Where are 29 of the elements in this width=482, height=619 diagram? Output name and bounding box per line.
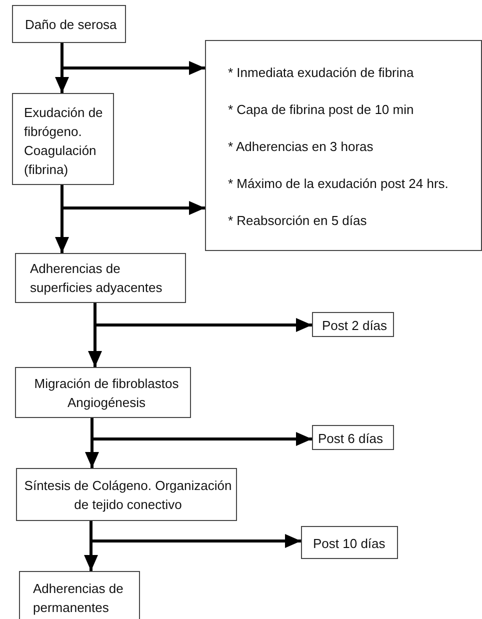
- bullet-text: * Máximo de la exudación post 24 hrs.: [228, 175, 448, 193]
- step-text: Post 2 días: [322, 317, 388, 335]
- step-text: Exudación de fibrógeno. Coagulación (fibrina): [24, 104, 104, 179]
- arrow: [90, 418, 312, 446]
- process-box: [312, 425, 394, 450]
- process-box: [12, 5, 126, 43]
- bullet-text: * Inmediata exudación de fibrina: [228, 64, 414, 82]
- step-text: Post 6 días: [318, 430, 384, 448]
- process-box: [16, 468, 237, 521]
- process-box: [301, 526, 398, 559]
- step-text: Migración de fibroblastos Angiogénesis: [33, 375, 180, 412]
- process-box: [15, 367, 191, 418]
- process-box: [19, 571, 140, 619]
- bullet-text: * Adherencias en 3 horas: [228, 138, 374, 156]
- arrow: [94, 303, 312, 332]
- step-text: Post 10 días: [313, 535, 386, 553]
- arrow: [60, 185, 205, 215]
- process-box: [312, 312, 394, 337]
- bullet-text: * Reabsorción en 5 días: [228, 212, 367, 230]
- step-text: Síntesis de Colágeno. Organización de tejido conectivo: [23, 477, 233, 514]
- step-text: Adherencias de superficies adyacentes: [30, 260, 164, 297]
- note-box: [205, 40, 482, 251]
- arrow: [90, 521, 301, 548]
- process-box: [15, 253, 186, 303]
- arrow: [60, 43, 205, 75]
- step-text: Adherencias de permanentes: [33, 580, 124, 617]
- bullet-text: * Capa de fibrina post de 10 min: [228, 101, 414, 119]
- process-box: [12, 93, 114, 185]
- step-text: Daño de serosa: [25, 16, 117, 34]
